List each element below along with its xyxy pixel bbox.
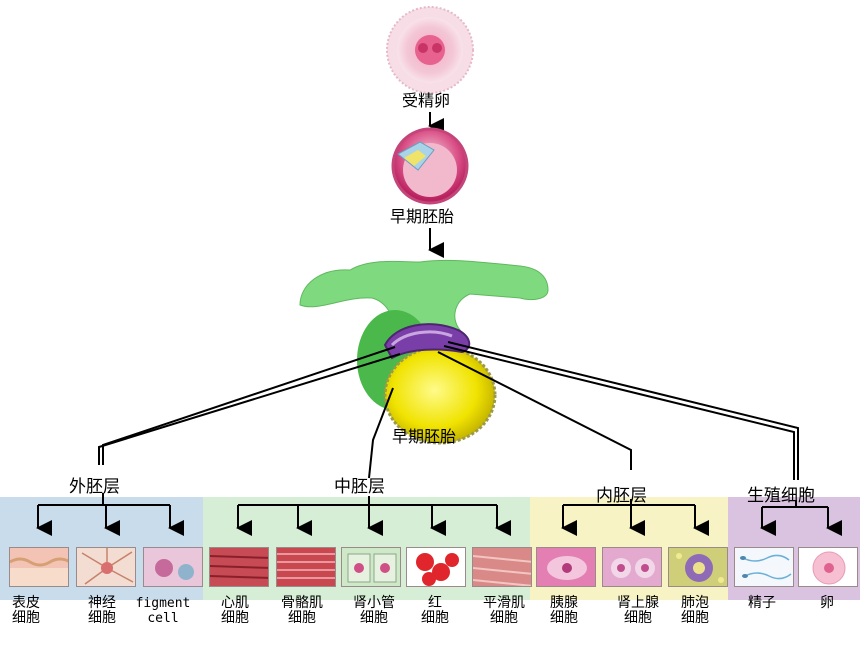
endoderm-bracket — [561, 499, 709, 536]
cell-label: 精子 — [748, 595, 776, 611]
cell-label: 红细胞 — [421, 595, 449, 626]
early-embryo-image — [391, 127, 469, 205]
cell-label: 表皮细胞 — [12, 595, 40, 626]
cardiac-muscle-image — [209, 547, 269, 587]
pigment-cell-image — [143, 547, 203, 587]
cell-label: 肺泡细胞 — [681, 595, 709, 626]
cell-label: 胰腺细胞 — [550, 595, 578, 626]
pancreas-cell-image — [536, 547, 596, 587]
cell-label: 神经细胞 — [88, 595, 116, 626]
mesoderm-label: 中胚层 — [334, 477, 385, 497]
early-embryo-label-2: 早期胚胎 — [392, 427, 457, 446]
neuron-image — [76, 547, 136, 587]
zygote-image — [386, 6, 474, 94]
germ-cells-label: 生殖细胞 — [747, 486, 815, 506]
adrenal-cell-image — [602, 547, 662, 587]
zygote-label: 受精卵 — [402, 91, 451, 110]
gastrula-embryo-image — [299, 259, 549, 445]
cell-label: 心肌细胞 — [221, 595, 249, 626]
cell-label: 平滑肌细胞 — [483, 595, 525, 626]
red-blood-cell-image — [406, 547, 466, 587]
ectoderm-bracket — [36, 493, 184, 536]
cell-label: 骨骼肌细胞 — [281, 595, 323, 626]
alveolar-cell-image — [668, 547, 728, 587]
connector-lines — [98, 341, 799, 480]
cell-label: 肾小管细胞 — [353, 595, 395, 626]
cell-label: 肾上腺细胞 — [617, 595, 659, 626]
epidermal-cell-image — [9, 547, 69, 587]
early-embryo-label: 早期胚胎 — [390, 207, 455, 226]
ectoderm-label: 外胚层 — [69, 477, 120, 497]
sperm-image — [734, 547, 794, 587]
mesoderm-bracket — [236, 496, 511, 536]
renal-tubule-cell-image — [341, 547, 401, 587]
smooth-muscle-image — [472, 547, 532, 587]
egg-cell-image — [798, 547, 858, 587]
germ-cell-bracket — [760, 500, 842, 536]
cell-label: 卵 — [820, 595, 834, 611]
skeletal-muscle-image — [276, 547, 336, 587]
endoderm-label: 内胚层 — [596, 486, 647, 506]
